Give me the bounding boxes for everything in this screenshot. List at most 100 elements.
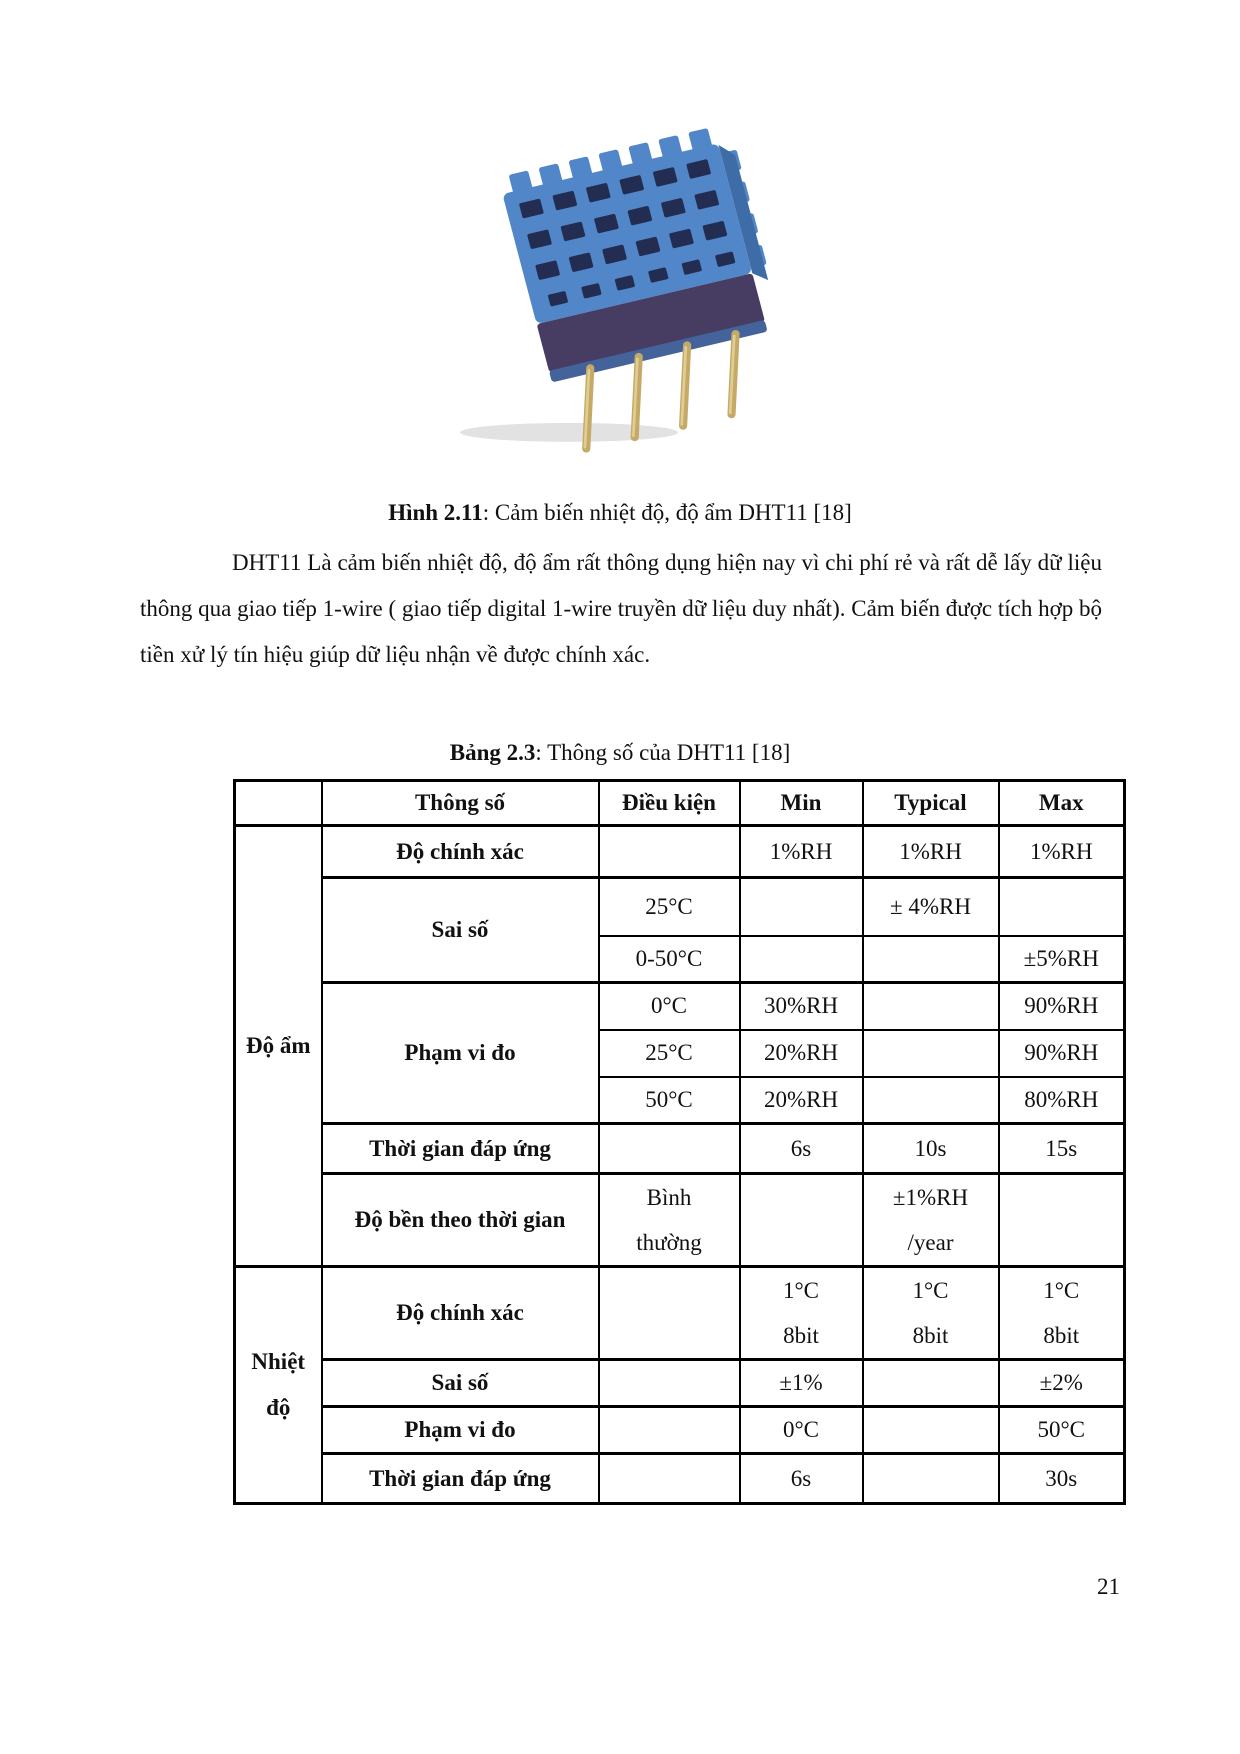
hum-range-condition-1: 0°C xyxy=(597,981,741,1031)
temp-accuracy-typical-line2: 8bit xyxy=(912,1323,949,1348)
table-row: Phạm vi đo 0°C 30%RH 90%RH xyxy=(235,981,1126,1125)
hum-range-typical-1 xyxy=(861,981,1000,1031)
temp-error-condition xyxy=(597,1358,741,1408)
table-row: Sai số 25°C ± 4%RH xyxy=(235,876,1126,984)
temp-error-min: ±1% xyxy=(738,1358,864,1408)
figure-caption-number: Hình 2.11 xyxy=(388,500,483,525)
hum-range-min-3: 20%RH xyxy=(738,1075,864,1125)
table-row: Thời gian đáp ứng 6s 30s xyxy=(235,1452,1126,1505)
table-row: Sai số ±1% ±2% xyxy=(235,1358,1126,1408)
table-caption-number: Bảng 2.3 xyxy=(449,740,536,765)
table-row: Thời gian đáp ứng 6s 10s 15s xyxy=(235,1122,1126,1175)
table-row: Phạm vi đo 0°C 50°C xyxy=(235,1405,1126,1455)
hum-error-typical-2 xyxy=(861,934,1000,984)
hum-error-min-2 xyxy=(738,934,864,984)
temp-accuracy-typical-line1: 1°C xyxy=(912,1278,949,1303)
table-header-row: Thông số Điều kiện Min Typical Max xyxy=(233,779,1126,827)
temp-accuracy-condition xyxy=(597,1265,741,1361)
th-max: Max xyxy=(997,779,1126,827)
temp-range-label: Phạm vi đo xyxy=(320,1405,600,1455)
hum-response-condition xyxy=(597,1122,741,1175)
temp-response-max: 30s xyxy=(997,1452,1126,1505)
hum-stability-typical: ±1%RH /year xyxy=(861,1172,1000,1268)
temp-range-min: 0°C xyxy=(738,1405,864,1455)
temp-accuracy-max-line2: 8bit xyxy=(1043,1323,1080,1348)
hum-error-max-1 xyxy=(997,876,1126,937)
sensor-top-face xyxy=(503,144,751,323)
hum-response-max: 15s xyxy=(997,1122,1126,1175)
temp-accuracy-typical: 1°C 8bit xyxy=(861,1265,1000,1361)
hum-stability-condition: Bình thường xyxy=(597,1172,741,1268)
hum-error-label: Sai số xyxy=(320,876,600,984)
table-row: Độ ẩm Độ chính xác 1%RH 1%RH 1%RH xyxy=(233,824,1126,1268)
hum-accuracy-typical: 1%RH xyxy=(861,824,1000,879)
th-min: Min xyxy=(738,779,864,827)
hum-accuracy-label: Độ chính xác xyxy=(320,824,600,879)
group-humidity: Độ ẩm xyxy=(233,824,323,1268)
hum-stability-condition-line2: thường xyxy=(636,1230,702,1255)
table-row: 50°C 20%RH 80%RH xyxy=(235,1075,1126,1125)
hum-stability-label: Độ bền theo thời gian xyxy=(320,1172,600,1268)
hum-response-min: 6s xyxy=(738,1122,864,1175)
th-typical: Typical xyxy=(861,779,1000,827)
table-row: 25°C 20%RH 90%RH xyxy=(235,1028,1126,1078)
temp-accuracy-min-line1: 1°C xyxy=(782,1278,820,1303)
hum-response-typical: 10s xyxy=(861,1122,1000,1175)
th-param: Thông số xyxy=(320,779,600,827)
temp-response-min: 6s xyxy=(738,1452,864,1505)
hum-range-min-2: 20%RH xyxy=(738,1028,864,1078)
hum-range-typical-3 xyxy=(861,1075,1000,1125)
group-temperature: Nhiệt độ xyxy=(233,1265,323,1505)
table-caption: Bảng 2.3: Thông số của DHT11 [18] xyxy=(140,740,1100,766)
hum-error-min-1 xyxy=(738,876,864,937)
hum-stability-min xyxy=(738,1172,864,1268)
temp-range-condition xyxy=(597,1405,741,1455)
temp-error-typical xyxy=(861,1358,1000,1408)
temp-response-typical xyxy=(861,1452,1000,1505)
sensor-bottom-strip xyxy=(549,320,767,382)
table-row: Nhiệt độ Độ chính xác 1°C 8bit 1°C 8bit … xyxy=(233,1265,1126,1505)
figure-caption-text: : Cảm biến nhiệt độ, độ ẩm DHT11 [18] xyxy=(482,500,852,525)
figure-caption: Hình 2.11: Cảm biến nhiệt độ, độ ẩm DHT1… xyxy=(140,500,1100,526)
sensor-pin-highlights xyxy=(583,334,736,449)
temp-response-condition xyxy=(597,1452,741,1505)
body-paragraph: DHT11 Là cảm biến nhiệt độ, độ ẩm rất th… xyxy=(140,550,1103,667)
temp-range-max: 50°C xyxy=(997,1405,1126,1455)
hum-response-label: Thời gian đáp ứng xyxy=(320,1122,600,1175)
th-condition: Điều kiện xyxy=(597,779,741,827)
hum-range-max-1: 90%RH xyxy=(997,981,1126,1031)
hum-error-condition-2: 0-50°C xyxy=(597,934,741,984)
temp-accuracy-max-line1: 1°C xyxy=(1043,1278,1080,1303)
table-row: Độ bền theo thời gian Bình thường ±1%RH … xyxy=(235,1172,1126,1268)
hum-error-max-2: ±5%RH xyxy=(997,934,1126,984)
temp-accuracy-label: Độ chính xác xyxy=(320,1265,600,1361)
th-group xyxy=(233,779,323,827)
hum-stability-max xyxy=(997,1172,1126,1268)
dht11-sensor-drawing xyxy=(460,128,769,453)
hum-accuracy-condition xyxy=(597,824,741,879)
temp-response-label: Thời gian đáp ứng xyxy=(320,1452,600,1505)
hum-accuracy-max: 1%RH xyxy=(997,824,1126,879)
hum-accuracy-min: 1%RH xyxy=(738,824,864,879)
hum-stability-typical-line1: ±1%RH xyxy=(892,1185,969,1210)
hum-stability-typical-line2: /year xyxy=(907,1230,954,1255)
sensor-front-face xyxy=(537,273,765,372)
hum-stability-condition-line1: Bình xyxy=(646,1185,692,1210)
hum-range-typical-2 xyxy=(861,1028,1000,1078)
hum-range-condition-3: 50°C xyxy=(597,1075,741,1125)
table-caption-text: : Thông số của DHT11 [18] xyxy=(535,740,791,765)
temp-accuracy-min-line2: 8bit xyxy=(783,1323,819,1348)
hum-range-min-1: 30%RH xyxy=(738,981,864,1031)
temp-range-typical xyxy=(861,1405,1000,1455)
hum-range-label: Phạm vi đo xyxy=(320,981,600,1125)
temp-error-max: ±2% xyxy=(997,1358,1126,1408)
sensor-hole-grid xyxy=(519,159,736,307)
hum-range-max-3: 80%RH xyxy=(997,1075,1126,1125)
hum-error-typical-1: ± 4%RH xyxy=(861,876,1000,937)
hum-error-condition-1: 25°C xyxy=(597,876,741,937)
table-row: 0-50°C ±5%RH xyxy=(235,934,1126,984)
hum-range-max-2: 90%RH xyxy=(997,1028,1126,1078)
temp-accuracy-max: 1°C 8bit xyxy=(997,1265,1126,1361)
dht11-sensor-image xyxy=(442,118,814,458)
